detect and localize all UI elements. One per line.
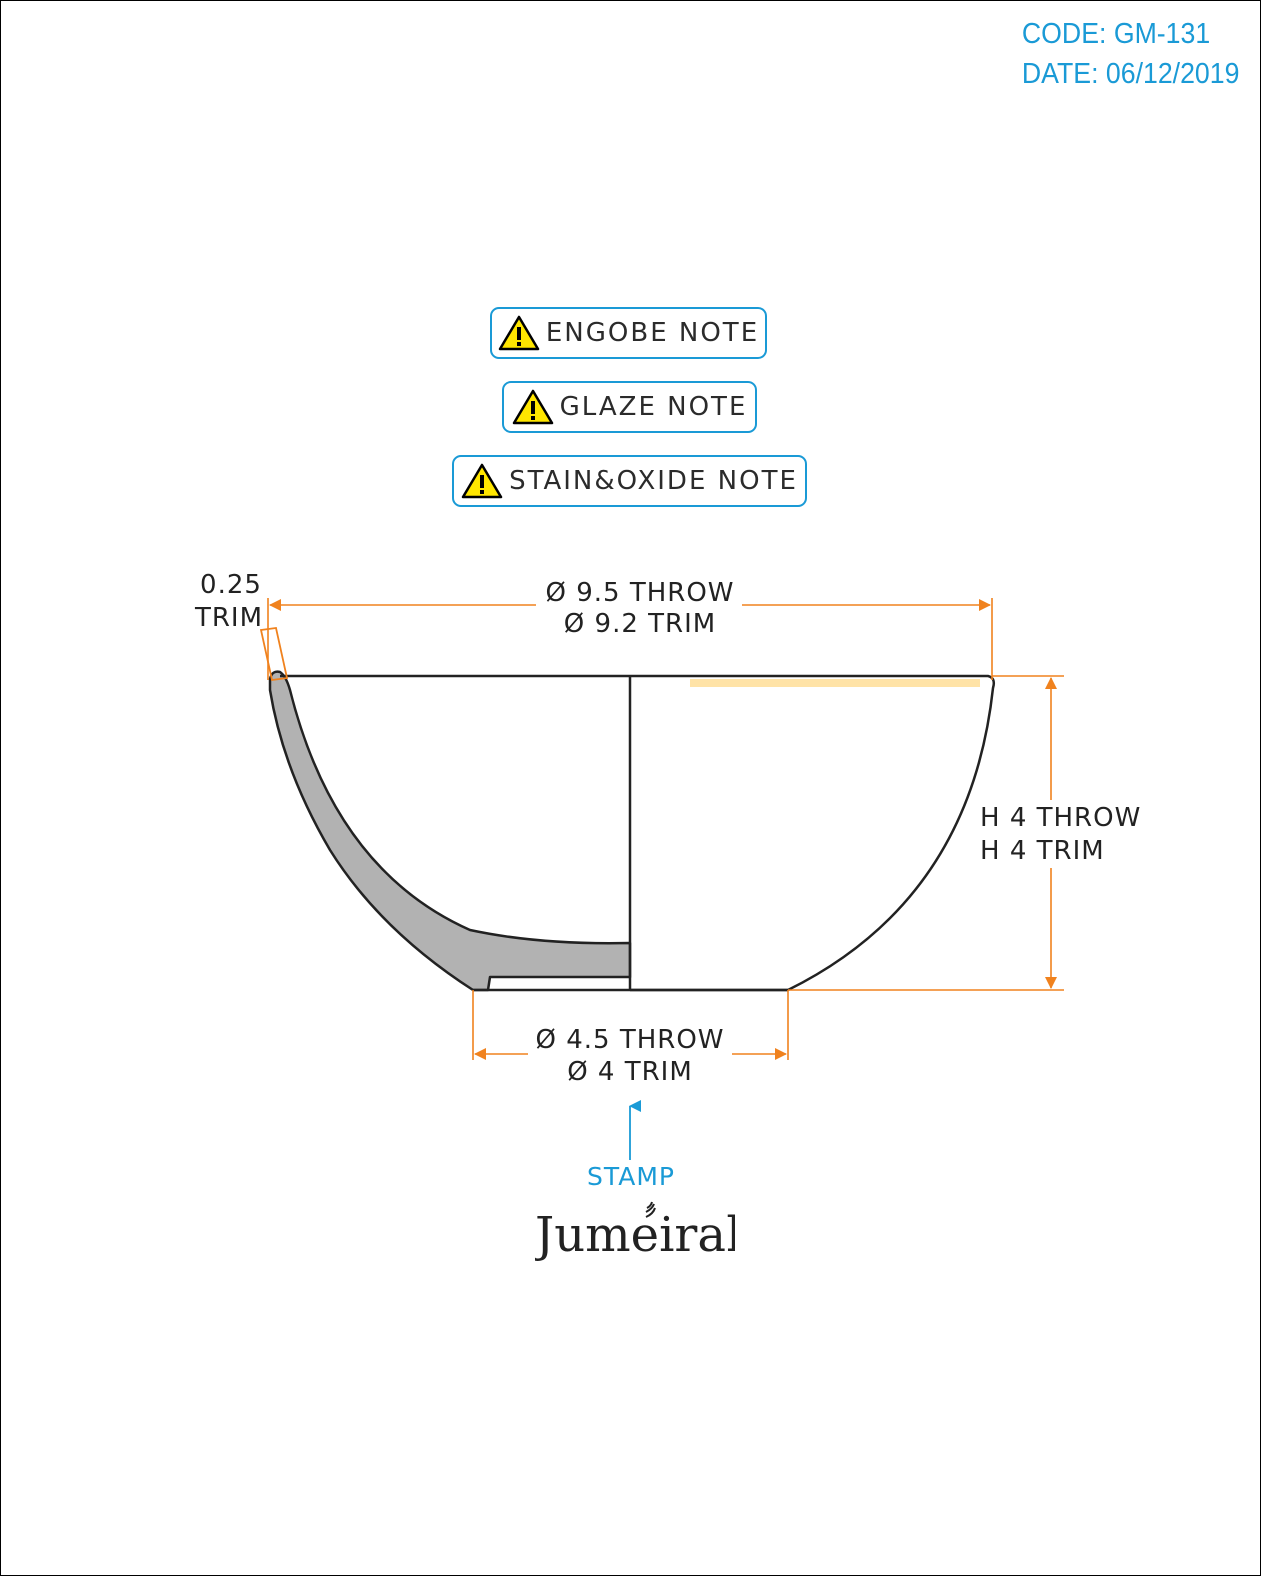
drawing-date: DATE: 06/12/2019 [1021,58,1239,90]
base-diameter-throw: Ø 4.5 THROW [535,1025,724,1055]
base-diameter-trim: Ø 4 TRIM [567,1057,693,1087]
warning-icon [461,463,503,499]
glaze-note-label: GLAZE NOTE [559,392,748,422]
glaze-note-button[interactable]: GLAZE NOTE [502,381,757,433]
height-throw: H 4 THROW [980,803,1141,833]
height-trim: H 4 TRIM [980,836,1105,866]
product-code: CODE: GM-131 [1021,18,1210,50]
top-diameter-throw: Ø 9.5 THROW [545,578,734,608]
engobe-note-label: ENGOBE NOTE [545,318,760,348]
bowl-outer-profile [630,674,996,992]
jumeirah-logo: Jumeirah [535,1201,735,1263]
logo-text: Jumeirah [535,1207,735,1263]
stain-oxide-note-label: STAIN&OXIDE NOTE [509,466,798,496]
warning-icon [498,315,540,351]
bowl-wall-section [268,670,632,992]
flame-icon [645,1201,656,1218]
rim-thickness-label: TRIM [194,603,263,633]
stain-oxide-note-button[interactable]: STAIN&OXIDE NOTE [452,455,807,507]
stamp-label: STAMP [587,1162,675,1191]
rim-thickness-value: 0.25 [200,570,262,600]
top-diameter-trim: Ø 9.2 TRIM [564,609,716,639]
engobe-note-button[interactable]: ENGOBE NOTE [490,307,767,359]
warning-icon [512,389,553,425]
rim-glaze-highlight [690,679,980,687]
code-block: CODE: GM-131 DATE: 06/12/2019 [1021,14,1239,94]
